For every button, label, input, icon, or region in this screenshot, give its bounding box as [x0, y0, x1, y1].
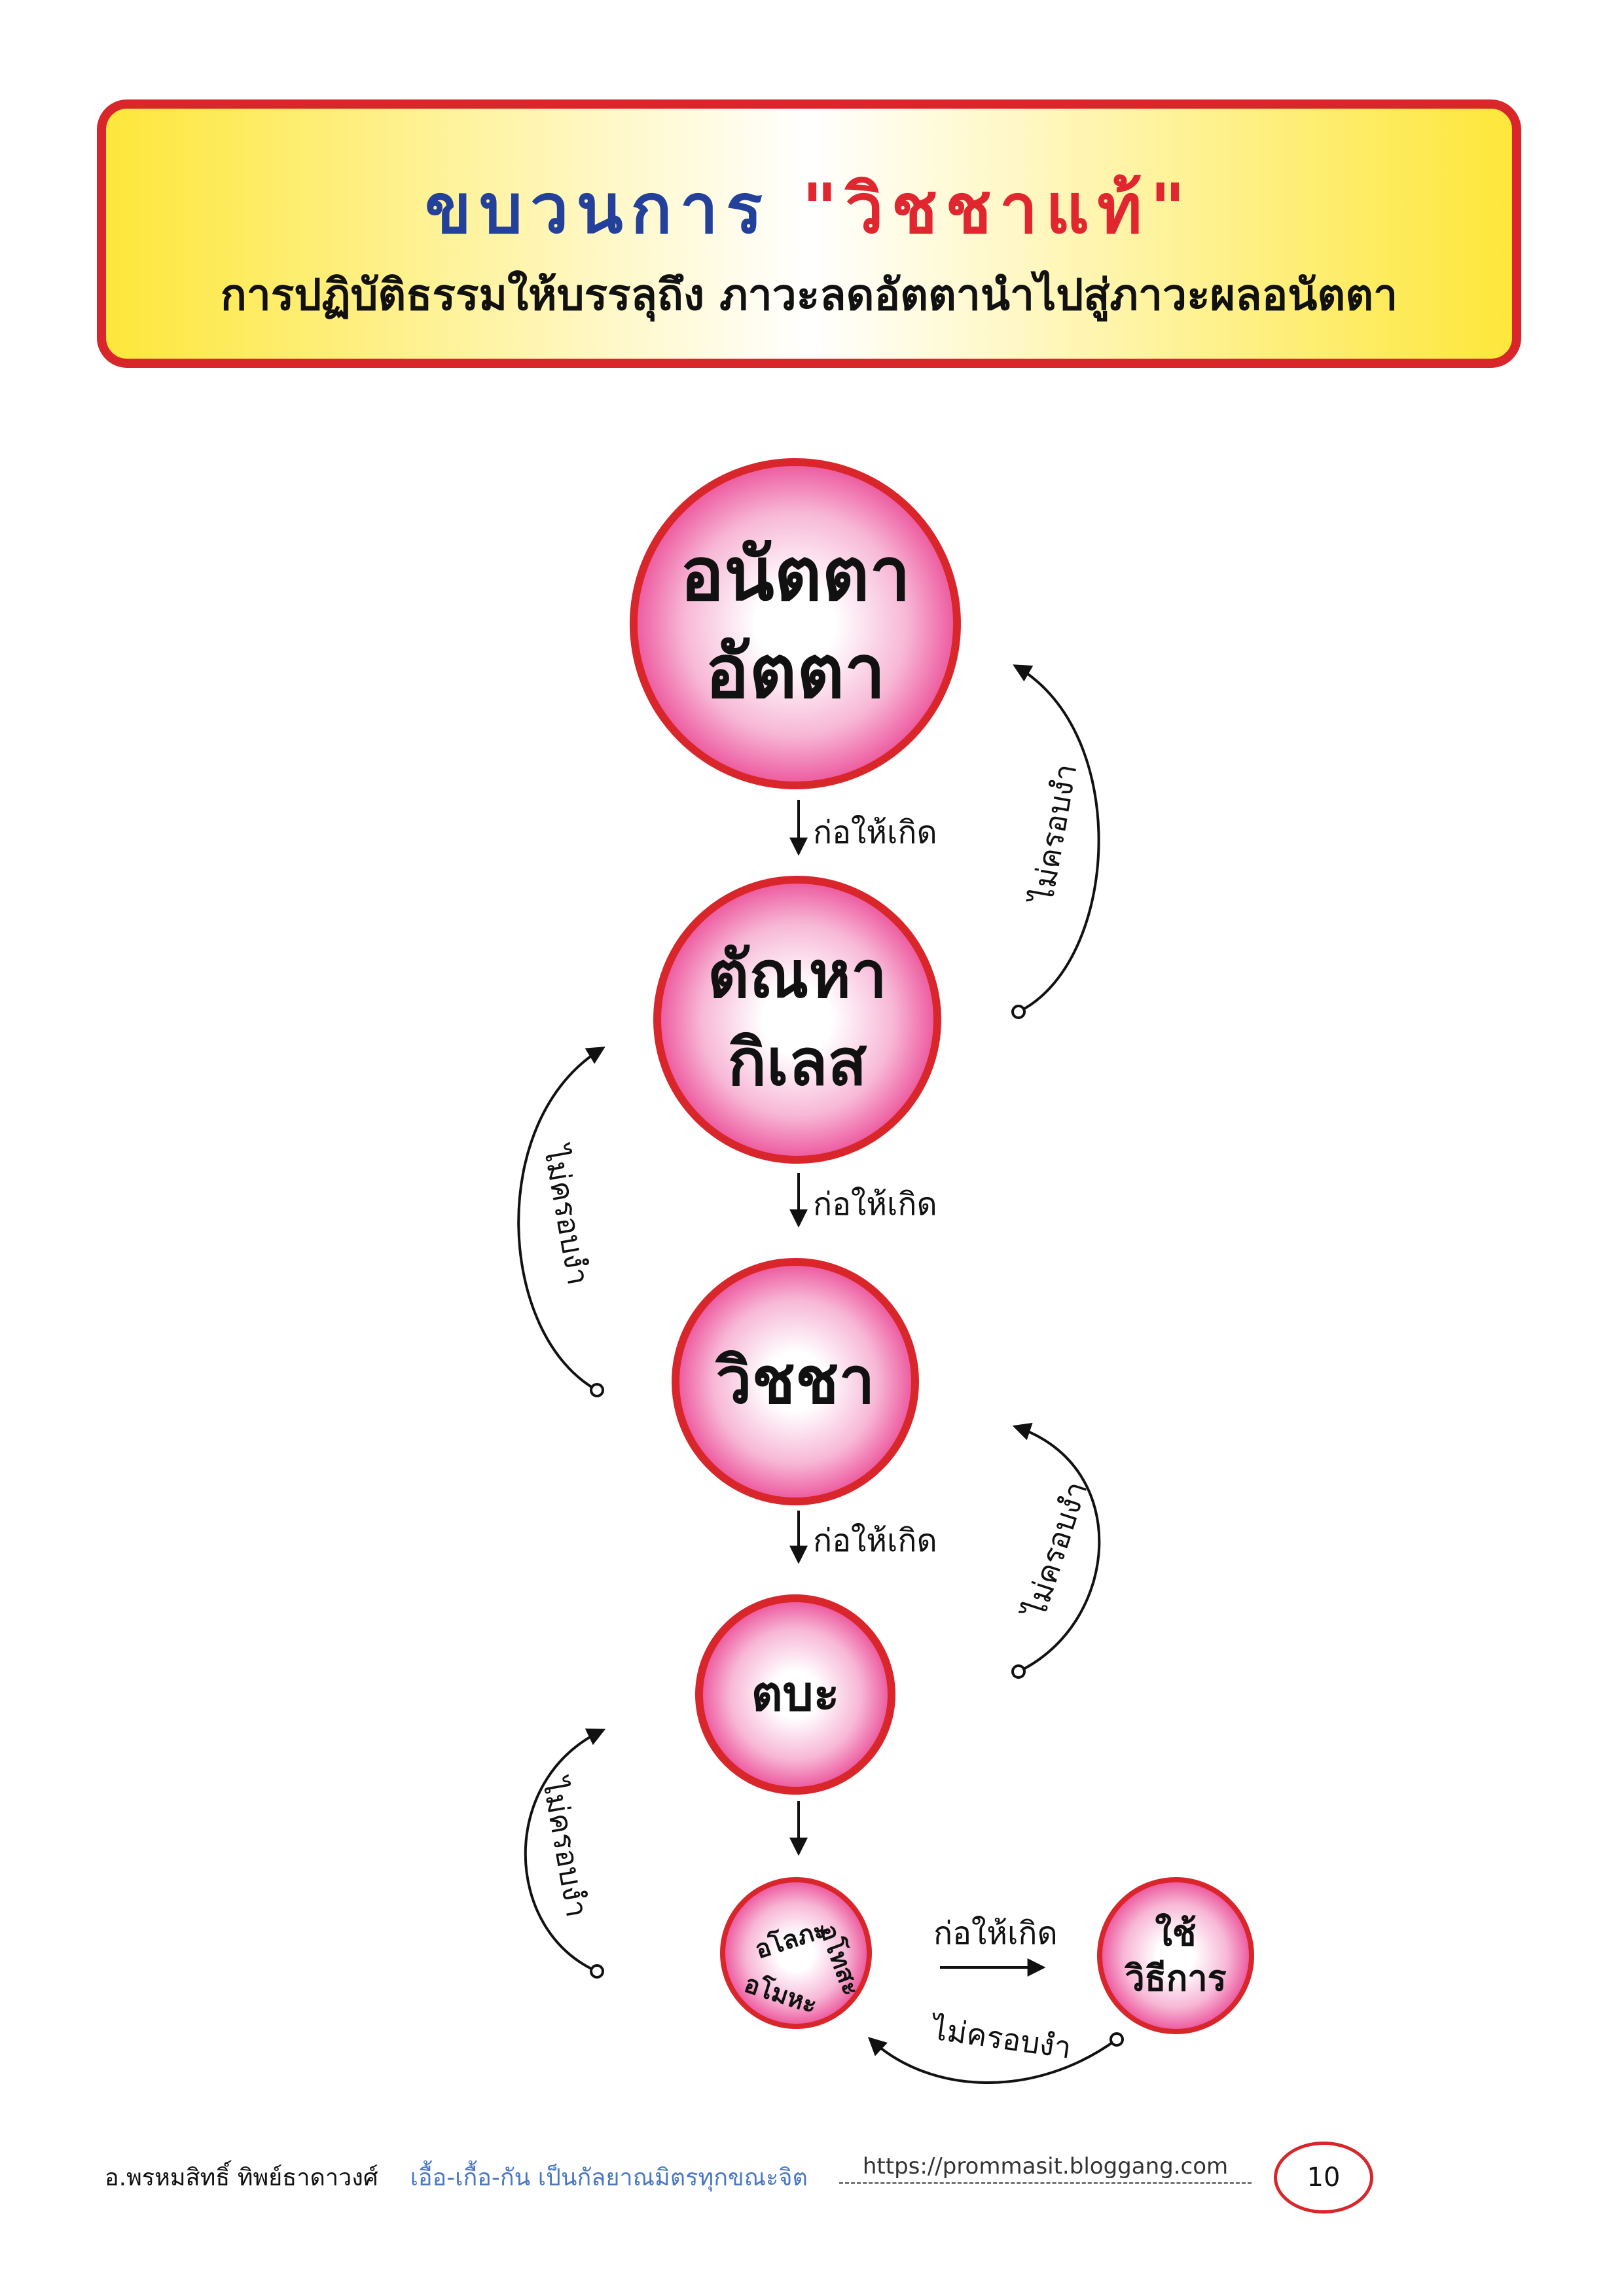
node-tapa: ตบะ: [695, 1594, 895, 1795]
node-anatta: อนัตตา อัตตา: [630, 458, 961, 789]
node-method-line1: ใช้: [1155, 1912, 1197, 1954]
node-method: ใช้ วิธีการ: [1097, 1877, 1254, 2034]
node-vijja-line1: วิชชา: [715, 1344, 875, 1419]
return-arrow-4: [524, 1728, 606, 1973]
return-arrow-3: [1012, 1422, 1101, 1673]
return-arrow-5: [867, 2037, 1118, 2084]
footer-credits: อ.พรหมสิทธิ์ ทิพย์ธาดาวงศ์ เอื้อ-เกื้อ-ก…: [105, 2159, 808, 2196]
title-main: ขบวนการ: [425, 169, 770, 249]
return-arrow-2-start: [590, 1383, 604, 1397]
node-tanha-line2: กิเลส: [727, 1026, 867, 1100]
return-arrow-1-start: [1011, 1005, 1026, 1019]
return-arrow-3-start: [1011, 1664, 1026, 1679]
node-vijja: วิชชา: [672, 1258, 919, 1505]
node-method-line2: วิธีการ: [1125, 1958, 1227, 1999]
page-title: ขบวนการ "วิชชาแท้": [106, 154, 1512, 262]
node-anatta-line1: อนัตตา: [679, 531, 911, 617]
node-anatta-line2: อัตตา: [705, 630, 886, 715]
page-number: 10: [1274, 2142, 1373, 2214]
title-accent: "วิชชาแท้": [802, 169, 1193, 249]
page-subtitle: การปฏิบัติธรรมให้บรรลุถึง ภาวะลดอัตตานำไ…: [220, 270, 1398, 320]
node-tanha: ตัณหา กิเลส: [653, 876, 941, 1164]
return-label-3: ไม่ครอบงำ: [1017, 1477, 1094, 1624]
return-arrow-1: [1013, 664, 1100, 1013]
return-arrow-2: [517, 1047, 605, 1391]
causes-label-3: ก่อให้เกิด: [813, 1522, 937, 1559]
header-banner: ขบวนการ "วิชชาแท้" การปฏิบัติธรรมให้บรรล…: [97, 99, 1521, 368]
return-arrow-5-start: [1110, 2032, 1124, 2047]
causes-label-2: ก่อให้เกิด: [813, 1186, 937, 1223]
return-arrow-4-start: [590, 1964, 604, 1979]
return-label-1: ไม่ครอบงำ: [1024, 761, 1083, 908]
return-label-5: ไม่ครอบงำ: [928, 2011, 1074, 2066]
node-tanha-line1: ตัณหา: [707, 938, 888, 1013]
node-virtues: อโลภะ อโทสะ อโมหะ: [720, 1877, 872, 2029]
causes-label-4: ก่อให้เกิด: [933, 1915, 1058, 1952]
causes-label-1: ก่อให้เกิด: [813, 814, 937, 851]
footer-motto: เอื้อ-เกื้อ-กัน เป็นกัลยาณมิตรทุกขณะจิต: [410, 2164, 808, 2191]
node-tapa-line1: ตบะ: [751, 1666, 840, 1723]
footer-url[interactable]: https://prommasit.bloggang.com: [839, 2153, 1252, 2184]
footer-author: อ.พรหมสิทธิ์ ทิพย์ธาดาวงศ์: [105, 2164, 378, 2191]
return-label-2: ไม่ครอบงำ: [537, 1141, 596, 1287]
return-label-4: ไม่ครอบงำ: [535, 1773, 595, 1920]
